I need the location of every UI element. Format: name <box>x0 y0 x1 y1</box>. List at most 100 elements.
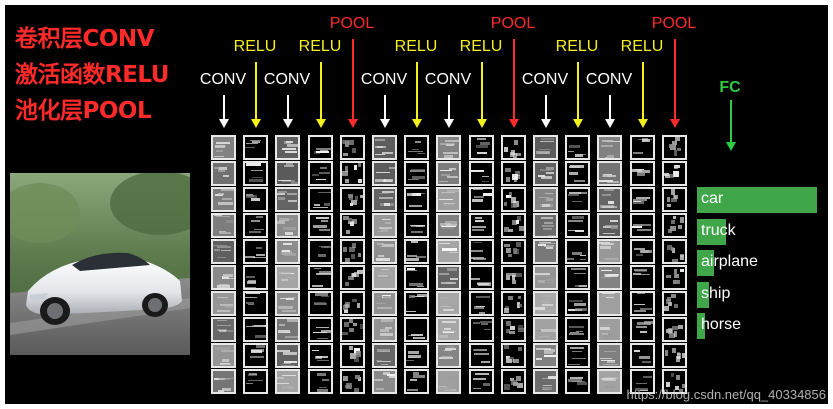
feature-map-column <box>597 135 622 394</box>
layer-label-relu: RELU <box>555 38 599 55</box>
feature-map <box>662 369 687 394</box>
feature-map-column <box>630 135 655 394</box>
feature-map <box>533 239 558 264</box>
feature-map <box>243 317 268 342</box>
feature-map <box>211 239 236 264</box>
feature-map <box>501 291 526 316</box>
feature-map <box>404 161 429 186</box>
feature-map <box>308 161 333 186</box>
legend-relu: 激活函数RELU <box>15 62 169 88</box>
feature-map <box>340 187 365 212</box>
feature-map <box>404 265 429 290</box>
feature-map <box>275 161 300 186</box>
feature-map <box>533 291 558 316</box>
feature-map <box>662 187 687 212</box>
feature-map <box>469 265 494 290</box>
feature-map <box>630 343 655 368</box>
prediction-bar <box>697 282 709 308</box>
feature-map <box>662 265 687 290</box>
layer-label-relu: RELU <box>394 38 438 55</box>
feature-map <box>630 213 655 238</box>
prediction-bar <box>697 250 714 276</box>
feature-map <box>404 343 429 368</box>
feature-map <box>436 291 461 316</box>
feature-map <box>404 187 429 212</box>
feature-map <box>597 343 622 368</box>
feature-map <box>340 291 365 316</box>
feature-map <box>436 369 461 394</box>
layer-label-relu: RELU <box>298 38 342 55</box>
layer-label-conv: CONV <box>424 71 472 88</box>
layer-label-relu: RELU <box>620 38 664 55</box>
layer-label-conv: CONV <box>199 71 247 88</box>
feature-map <box>565 135 590 160</box>
prediction-row: airplane <box>697 250 817 276</box>
feature-map-column <box>404 135 429 394</box>
feature-map <box>308 239 333 264</box>
prediction-bar <box>697 187 817 213</box>
feature-map <box>597 291 622 316</box>
feature-map <box>243 291 268 316</box>
feature-map <box>469 291 494 316</box>
feature-map <box>436 161 461 186</box>
feature-map <box>404 291 429 316</box>
feature-map <box>211 265 236 290</box>
feature-map <box>340 317 365 342</box>
feature-map <box>565 161 590 186</box>
prediction-label: horse <box>701 316 742 333</box>
feature-map <box>372 317 397 342</box>
feature-map <box>372 239 397 264</box>
feature-map <box>436 343 461 368</box>
feature-map <box>275 187 300 212</box>
feature-map <box>597 265 622 290</box>
feature-map <box>404 213 429 238</box>
feature-map <box>469 187 494 212</box>
prediction-label: truck <box>701 222 736 239</box>
feature-map <box>469 161 494 186</box>
feature-map <box>372 291 397 316</box>
diagram-panel: 卷积层CONV 激活函数RELU 池化层POOL <box>5 5 828 404</box>
feature-map <box>308 343 333 368</box>
feature-map-column <box>275 135 300 394</box>
layer-label-conv: CONV <box>360 71 408 88</box>
feature-map <box>662 135 687 160</box>
feature-map <box>565 239 590 264</box>
fc-label: FC <box>719 79 741 96</box>
prediction-row: ship <box>697 282 817 308</box>
feature-map <box>275 343 300 368</box>
feature-map-column <box>565 135 590 394</box>
prediction-row: truck <box>697 219 817 245</box>
feature-map <box>372 369 397 394</box>
feature-map <box>211 135 236 160</box>
feature-map <box>243 369 268 394</box>
feature-map <box>243 161 268 186</box>
feature-map <box>275 369 300 394</box>
feature-map <box>630 369 655 394</box>
feature-map <box>308 187 333 212</box>
feature-map <box>211 213 236 238</box>
feature-map-column <box>211 135 236 394</box>
feature-map <box>308 291 333 316</box>
feature-map <box>662 239 687 264</box>
feature-map <box>501 161 526 186</box>
feature-map <box>211 161 236 186</box>
feature-map <box>533 213 558 238</box>
feature-map <box>501 343 526 368</box>
feature-map <box>243 265 268 290</box>
feature-map <box>372 343 397 368</box>
feature-map <box>630 265 655 290</box>
feature-map <box>275 291 300 316</box>
feature-map <box>533 369 558 394</box>
feature-map <box>501 239 526 264</box>
feature-map <box>243 343 268 368</box>
feature-map <box>308 317 333 342</box>
feature-map-column <box>533 135 558 394</box>
legend-conv: 卷积层CONV <box>15 26 154 52</box>
feature-map-column <box>662 135 687 394</box>
layer-label-pool: POOL <box>329 15 375 32</box>
feature-map <box>597 135 622 160</box>
feature-map <box>630 317 655 342</box>
feature-map <box>597 317 622 342</box>
feature-map <box>243 239 268 264</box>
feature-map <box>501 213 526 238</box>
